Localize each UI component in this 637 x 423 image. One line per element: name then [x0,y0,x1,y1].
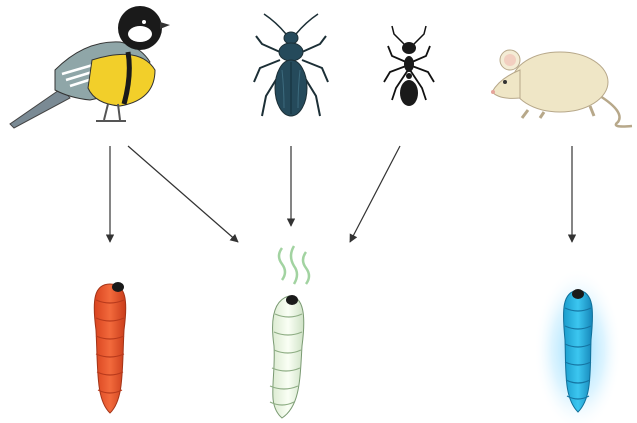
ground-beetle-icon [254,14,328,116]
glowing-blue-larva-icon [534,268,622,423]
red-larva-icon [94,282,126,413]
arrows [110,146,572,242]
mouse-icon [491,50,632,127]
arrow-ant-to-white-larva [350,146,400,242]
arrow-bird-to-white-larva [128,146,238,242]
great-tit-bird-icon [10,6,170,128]
ant-icon [384,26,434,106]
pale-green-larva-icon [270,246,309,418]
odor-wisps [279,246,309,284]
